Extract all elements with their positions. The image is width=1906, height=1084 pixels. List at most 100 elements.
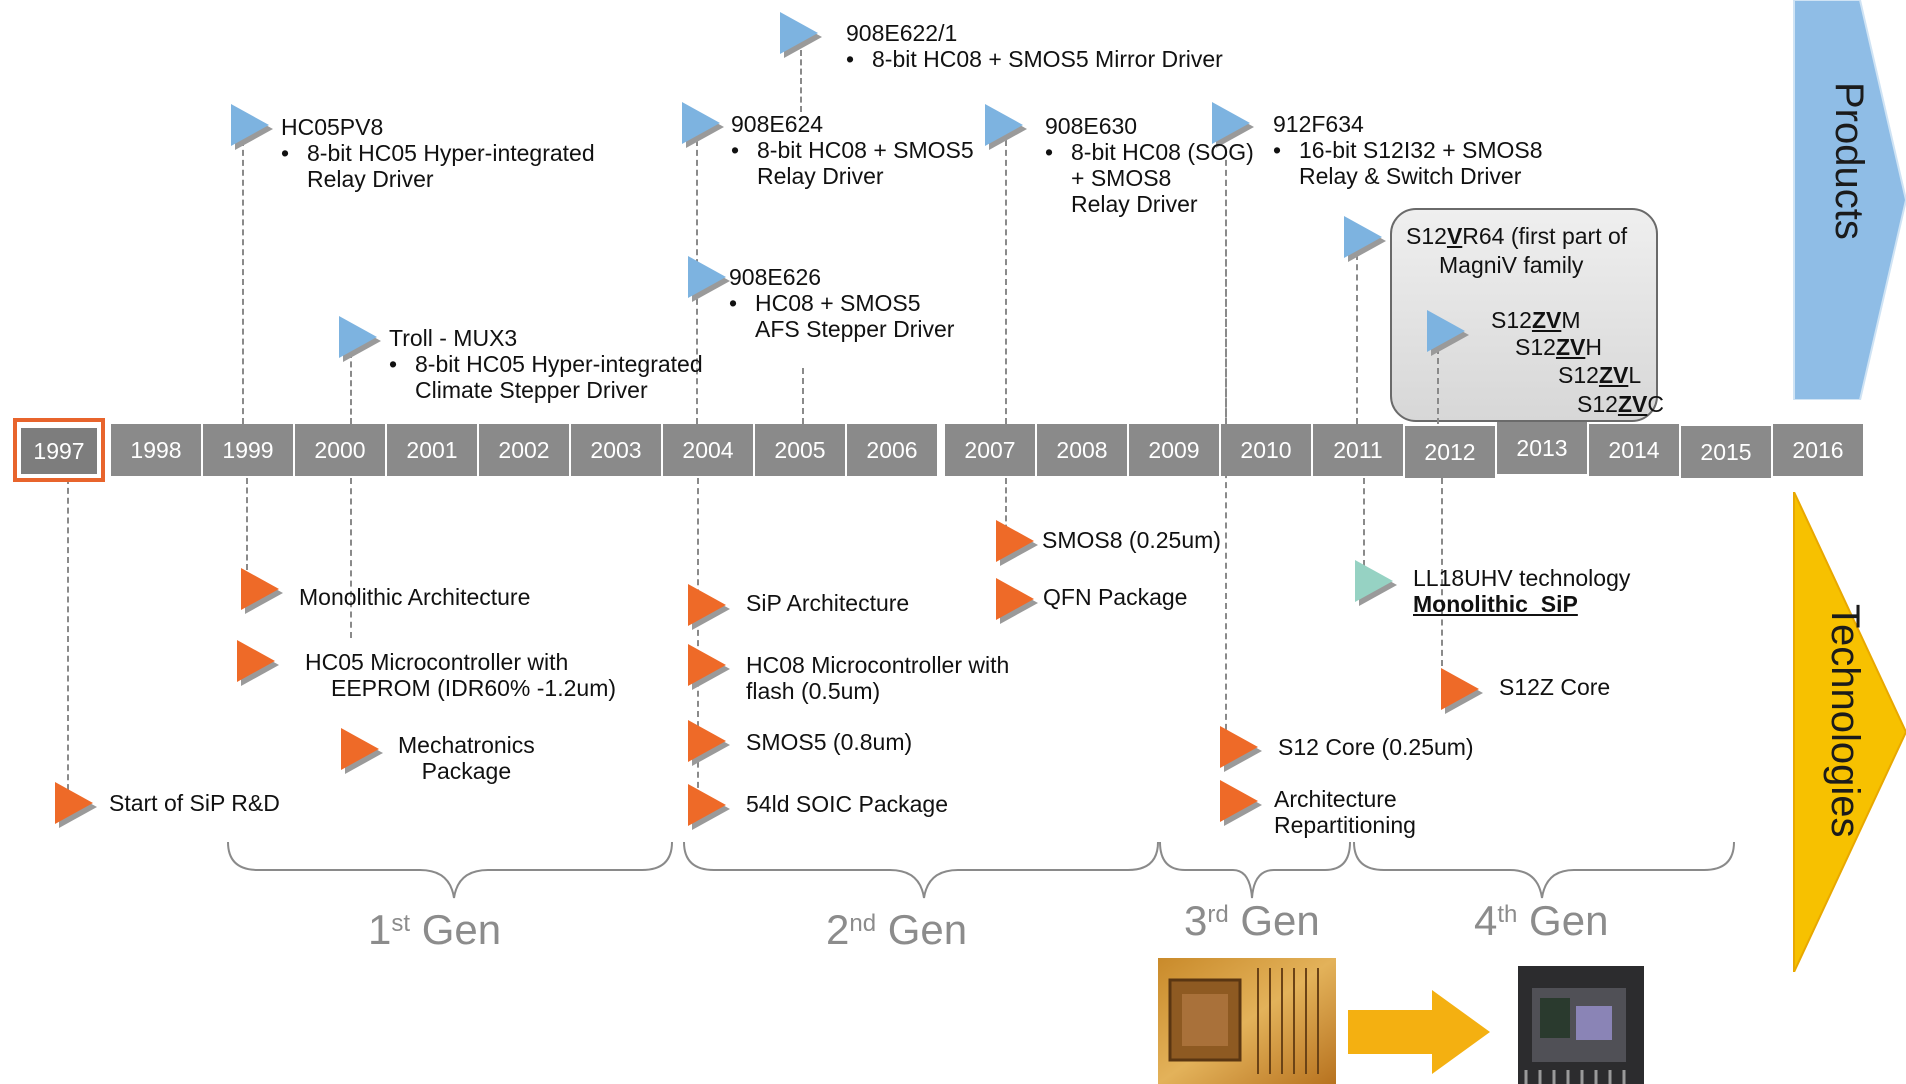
tech-label: SiP Architecture [746,590,910,616]
tech-marker-icon [1220,780,1262,826]
product-bullet: 8-bit HC08 + SMOS5 Mirror Driver [872,46,1223,72]
product-marker-icon [231,104,273,150]
product-bullet: HC08 + SMOS5 [755,290,921,316]
magniv-variant: S12ZVL [1558,362,1642,388]
year-cell: 2014 [1589,424,1679,476]
product-bullet: Climate Stepper Driver [415,377,648,403]
tech-marker-icon [688,644,730,690]
year-cell: 2012 [1405,426,1495,478]
magniv-family: MagniV family [1439,252,1584,278]
product-marker-icon [1427,310,1469,356]
tech-label: SMOS8 (0.25um) [1042,527,1221,553]
generation-label: 4th Gen [1474,897,1609,944]
connector-line [1441,478,1443,666]
product-title: 908E622/1 [846,20,958,46]
year-cell: 2005 [755,424,845,476]
tech-label: QFN Package [1043,584,1188,610]
tech-marker-icon [1220,726,1262,772]
connector-line [67,478,69,800]
technologies-arrow [1793,492,1906,972]
year-cell: 1998 [111,424,201,476]
connector-line [1356,254,1358,424]
product-marker-icon [688,256,730,302]
product-bullet: 8-bit HC05 Hyper-integrated [307,140,595,166]
tech-label-line: Mechatronics [398,732,535,758]
year-cell: 2006 [847,424,937,476]
generation-label: 3rd Gen [1184,897,1320,944]
generation-label: 2nd Gen [826,906,968,953]
connector-line [1005,140,1007,424]
tech-label-line: Repartitioning [1274,812,1416,838]
connector-line [246,478,248,570]
tech-label: HC08 Microcontroller with flash (0.5um) [746,652,1009,704]
product-marker-icon [339,316,381,362]
product-bullet: 8-bit HC08 + SMOS5 [757,137,974,163]
tech-marker-icon [241,568,283,614]
flow-arrow-icon [1348,990,1490,1074]
tech-marker-icon [996,578,1038,624]
tech-marker-icon [688,584,730,630]
product-bullet: Relay Driver [757,163,884,189]
connector-line [242,140,244,424]
product-908e626: 908E626 •HC08 + SMOS5 AFS Stepper Driver [729,264,955,342]
tech-label: Architecture Repartitioning [1274,786,1416,838]
product-908e624: 908E624 •8-bit HC08 + SMOS5 Relay Driver [731,111,974,189]
year-1997-highlight [13,418,105,482]
sip-chip-photo [1158,958,1336,1084]
generation-braces [227,841,1735,899]
connector-line [350,352,352,424]
products-label: Products [1827,82,1871,240]
product-bullet: Relay Driver [307,166,434,192]
tech-label: 54ld SOIC Package [746,791,949,817]
product-marker-icon [780,12,822,58]
tech-emphasis: Monolithic SiP [1413,591,1578,617]
magniv-variant: S12ZVM [1491,307,1581,333]
magniv-variant: S12ZVH [1515,334,1602,360]
tech-label: Monolithic Architecture [299,584,531,610]
year-cell: 2008 [1037,424,1127,476]
tech-marker-icon [996,520,1038,566]
magniv-bold: V [1446,223,1463,249]
connector-line [1005,478,1007,540]
product-bullet: AFS Stepper Driver [755,316,955,342]
year-cell: 2000 [295,424,385,476]
tech-label: S12Z Core [1499,674,1611,700]
connector-line [1363,478,1365,566]
products-arrow [1793,0,1906,400]
tech-label: SMOS5 (0.8um) [746,729,913,755]
product-908e622: 908E622/1 •8-bit HC08 + SMOS5 Mirror Dri… [846,20,1223,72]
tech-marker-icon [341,728,383,774]
product-title: 912F634 [1273,111,1364,137]
monolithic-chip-photo [1518,966,1644,1084]
product-bullet: 16-bit S12I32 + SMOS8 [1299,137,1543,163]
year-cell: 2013 [1497,422,1587,474]
year-cell: 2010 [1221,424,1311,476]
magniv-variant: S12ZVC [1577,391,1664,417]
year-cell: 2003 [571,424,661,476]
tech-label-line: EEPROM (IDR60% -1.2um) [331,675,617,701]
tech-marker-icon [1441,668,1483,714]
year-cell: 1999 [203,424,293,476]
new-tech-marker-icon [1355,560,1397,606]
product-bullet: Relay & Switch Driver [1299,163,1522,189]
magniv-suffix: R64 (first part of [1462,223,1628,249]
tech-marker-icon [688,784,730,830]
product-bullet: Relay Driver [1071,191,1198,217]
product-title: 908E624 [731,111,824,137]
product-marker-icon [985,104,1027,150]
year-cell: 2015 [1681,426,1771,478]
product-title: HC05PV8 [281,114,384,140]
tech-label: Start of SiP R&D [109,790,280,816]
tech-label: Mechatronics Package [398,732,535,784]
tech-label-line: Architecture [1274,786,1397,812]
product-troll-mux3: Troll - MUX3 •8-bit HC05 Hyper-integrate… [389,325,703,403]
year-cell: 2016 [1773,424,1863,476]
magniv-prefix: S12 [1406,223,1447,249]
connector-line [1437,348,1439,424]
tech-label: S12 Core (0.25um) [1278,734,1474,760]
product-title: Troll - MUX3 [389,325,518,351]
connector-line [350,478,352,638]
product-marker-icon [1344,216,1386,262]
connector-line [800,50,802,112]
product-bullet: 8-bit HC08 (SOG) [1071,139,1254,165]
